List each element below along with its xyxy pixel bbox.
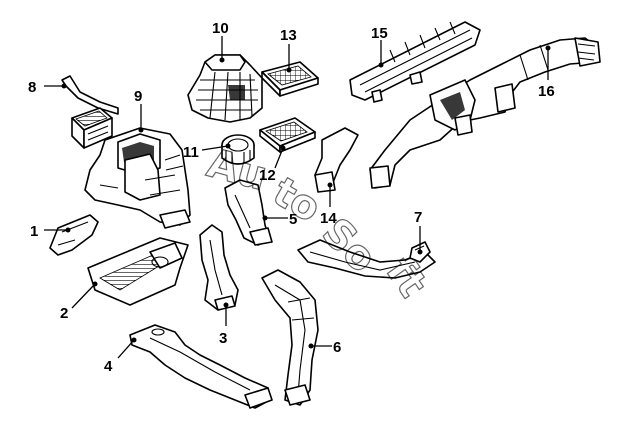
part-14-center-floor-duct bbox=[297, 127, 436, 279]
part-3-side-duct bbox=[199, 224, 239, 311]
callout-11: 11 bbox=[183, 144, 199, 161]
callout-1: 1 bbox=[30, 223, 38, 240]
part-10-blower-housing bbox=[187, 54, 263, 123]
callout-5: 5 bbox=[289, 211, 297, 228]
callout-16: 16 bbox=[538, 83, 555, 100]
callout-6: 6 bbox=[333, 339, 341, 356]
part-12-filter bbox=[259, 117, 316, 153]
part-2-floor-duct bbox=[87, 237, 189, 306]
part-1-duct-adapter bbox=[49, 214, 99, 256]
callout-10: 10 bbox=[212, 20, 229, 37]
callout-4: 4 bbox=[104, 358, 113, 375]
part-5-center-duct bbox=[224, 179, 273, 246]
part-6-rear-duct bbox=[261, 269, 319, 406]
part-9-heater-case bbox=[84, 127, 191, 229]
callout-3: 3 bbox=[219, 330, 227, 347]
callout-12: 12 bbox=[259, 167, 276, 184]
callout-13: 13 bbox=[280, 27, 297, 44]
part-8-bracket bbox=[61, 75, 119, 149]
part-15-defroster-vent bbox=[349, 21, 481, 103]
callout-8: 8 bbox=[28, 79, 36, 96]
callouts: 1 2 3 4 5 6 7 8 9 10 11 12 13 14 15 16 bbox=[28, 20, 555, 375]
part-16-dash-duct bbox=[369, 37, 601, 189]
callout-2: 2 bbox=[60, 305, 68, 322]
callout-7: 7 bbox=[414, 209, 422, 226]
callout-14: 14 bbox=[320, 210, 337, 227]
callout-15: 15 bbox=[371, 25, 388, 42]
part-13-cabin-filter bbox=[261, 61, 319, 97]
part-4-rear-floor-duct bbox=[129, 324, 273, 409]
callout-9: 9 bbox=[134, 88, 142, 105]
